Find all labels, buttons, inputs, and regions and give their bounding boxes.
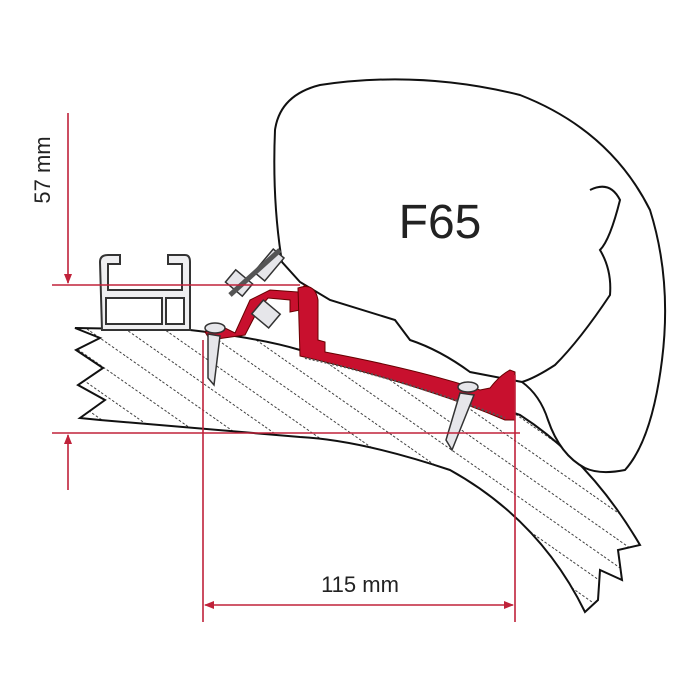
screw-right xyxy=(445,381,479,452)
awning-rail xyxy=(98,254,191,331)
screw-left xyxy=(204,322,226,387)
bolt xyxy=(224,247,286,330)
awning-housing: F65 xyxy=(273,78,667,474)
width-dimension xyxy=(202,340,516,622)
product-label: F65 xyxy=(399,196,482,249)
height-dimension xyxy=(52,113,520,490)
width-label: 115 mm xyxy=(321,572,399,597)
height-label: 57 mm xyxy=(30,136,55,203)
